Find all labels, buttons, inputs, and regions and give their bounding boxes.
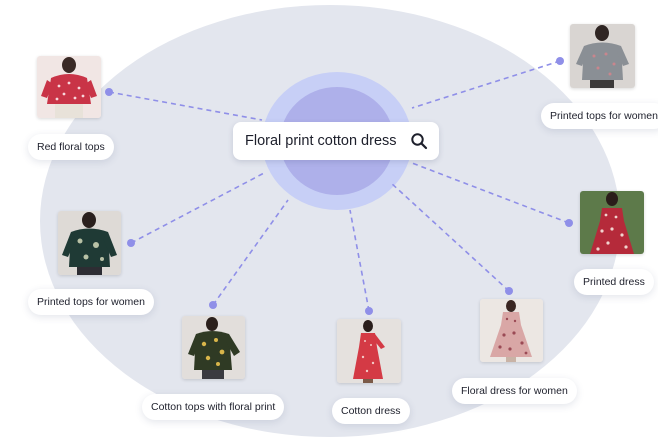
result-label[interactable]: Cotton dress — [332, 398, 410, 424]
result-label[interactable]: Cotton tops with floral print — [142, 394, 285, 420]
node-dot — [127, 239, 135, 247]
red-cotton-dress-photo[interactable] — [337, 319, 401, 383]
connector-printed-tops-right — [411, 60, 561, 109]
green-floral-top-photo[interactable] — [182, 316, 245, 379]
connector-printed-tops-left — [130, 171, 267, 244]
node-dot — [365, 307, 373, 315]
red-printed-dress-photo[interactable] — [580, 191, 644, 254]
result-label[interactable]: Printed tops for women — [541, 103, 658, 129]
node-dot — [209, 301, 217, 309]
search-box[interactable]: Floral print cotton dress — [233, 122, 439, 160]
result-label[interactable]: Red floral tops — [28, 134, 114, 160]
result-label[interactable]: Printed tops for women — [28, 289, 154, 315]
search-icon[interactable] — [409, 131, 429, 151]
result-label[interactable]: Floral dress for women — [452, 378, 577, 404]
search-query: Floral print cotton dress — [245, 133, 397, 149]
dark-floral-top-photo[interactable] — [58, 211, 121, 275]
node-dot — [505, 287, 513, 295]
node-dot — [105, 88, 113, 96]
node-dot — [565, 219, 573, 227]
connector-printed-dress — [411, 162, 570, 224]
connector-red-floral-tops — [108, 91, 263, 121]
pink-floral-dress-photo[interactable] — [480, 299, 543, 362]
red-floral-top-photo[interactable] — [37, 56, 101, 118]
grey-printed-top-photo[interactable] — [570, 24, 635, 88]
node-dot — [556, 57, 564, 65]
connector-cotton-dress — [349, 209, 370, 312]
connector-floral-dress — [389, 181, 510, 292]
result-label[interactable]: Printed dress — [574, 269, 654, 295]
connector-cotton-tops — [212, 199, 289, 306]
